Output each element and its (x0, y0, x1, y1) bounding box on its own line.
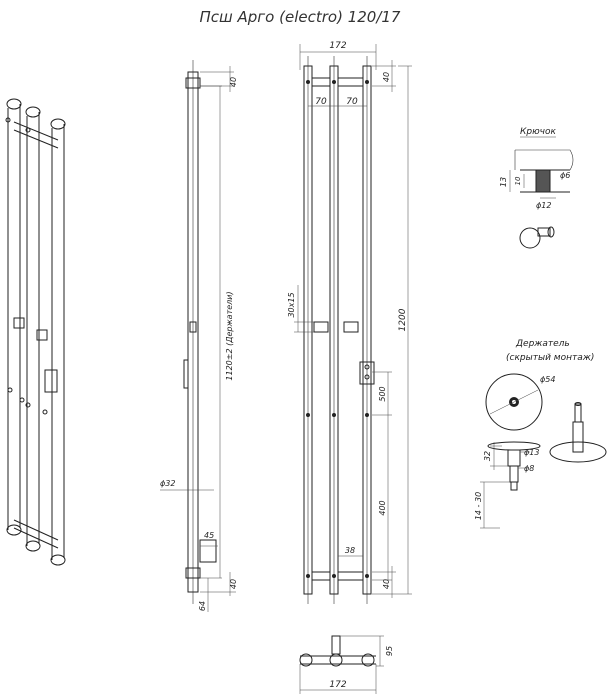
hook-large-diameter: ϕ12 (536, 201, 551, 210)
side-top-dim: 40 (229, 77, 238, 87)
top-width-dim: 172 (329, 680, 346, 690)
holder-plate-diameter: ϕ54 (540, 375, 555, 384)
side-holder-dim: 1120±2 (Держатели) (225, 291, 234, 380)
front-bracket-left (313, 321, 329, 333)
front-control-box (359, 361, 375, 385)
top-depth-dim: 95 (385, 646, 394, 656)
iso-control-box (44, 369, 58, 393)
holder-plate (485, 373, 543, 431)
front-top-dim: 40 (382, 72, 391, 82)
front-bottom-dim: 40 (382, 579, 391, 589)
holder-3d (549, 441, 607, 463)
holder-title: Держатель (515, 339, 570, 349)
front-width-dim: 172 (329, 41, 346, 51)
side-bottom-dim-b: 40 (229, 579, 238, 589)
top-tube-left (299, 653, 313, 667)
iso-tube-2 (25, 106, 41, 552)
holder-subtitle: (скрытый монтаж) (506, 353, 594, 363)
front-spacing-left: 70 (315, 97, 327, 107)
holder-mid-diameter: ϕ13 (524, 448, 539, 457)
drawing-title: Псш Арго (electro) 120/17 (200, 8, 401, 26)
iso-tube-3 (50, 118, 66, 566)
hook-3d (519, 227, 541, 249)
hook-height-dim: 13 (499, 177, 508, 187)
isometric-view (5, 98, 66, 566)
side-bottom-dim-a: 45 (204, 531, 214, 540)
side-bottom-dim-c: 64 (198, 601, 207, 611)
holder-range-dim: 14 - 30 (474, 492, 483, 520)
hook-small-diameter: ϕ6 (560, 171, 570, 180)
front-bracket-dim: 30x15 (287, 292, 296, 317)
holder-pin-diameter: ϕ8 (524, 464, 534, 473)
hook-detail: Крючок 13 10 ϕ6 ϕ12 (499, 127, 574, 249)
front-height-dim: 1200 (398, 308, 408, 331)
side-diameter-dim: ϕ32 (160, 479, 175, 488)
front-bracket-right (343, 321, 359, 333)
hook-height2-dim: 10 (514, 176, 522, 185)
front-low-dim: 400 (378, 500, 387, 515)
front-spacing-right: 70 (346, 97, 358, 107)
holder-height-dim: 32 (483, 451, 492, 461)
hook-title: Крючок (520, 127, 557, 137)
iso-tube-1 (6, 98, 22, 536)
holder-detail: Держатель (скрытый монтаж) ϕ54 32 ϕ13 ϕ8… (474, 339, 607, 529)
side-view: 40 1120±2 (Держатели) ϕ32 45 40 64 (160, 60, 238, 612)
front-mid-dim: 500 (378, 386, 387, 401)
top-tube-right (361, 653, 375, 667)
front-base-dim: 38 (345, 546, 355, 555)
front-view: 172 70 70 40 1200 30x15 500 400 38 (287, 41, 412, 604)
top-view: 172 95 (299, 635, 394, 694)
